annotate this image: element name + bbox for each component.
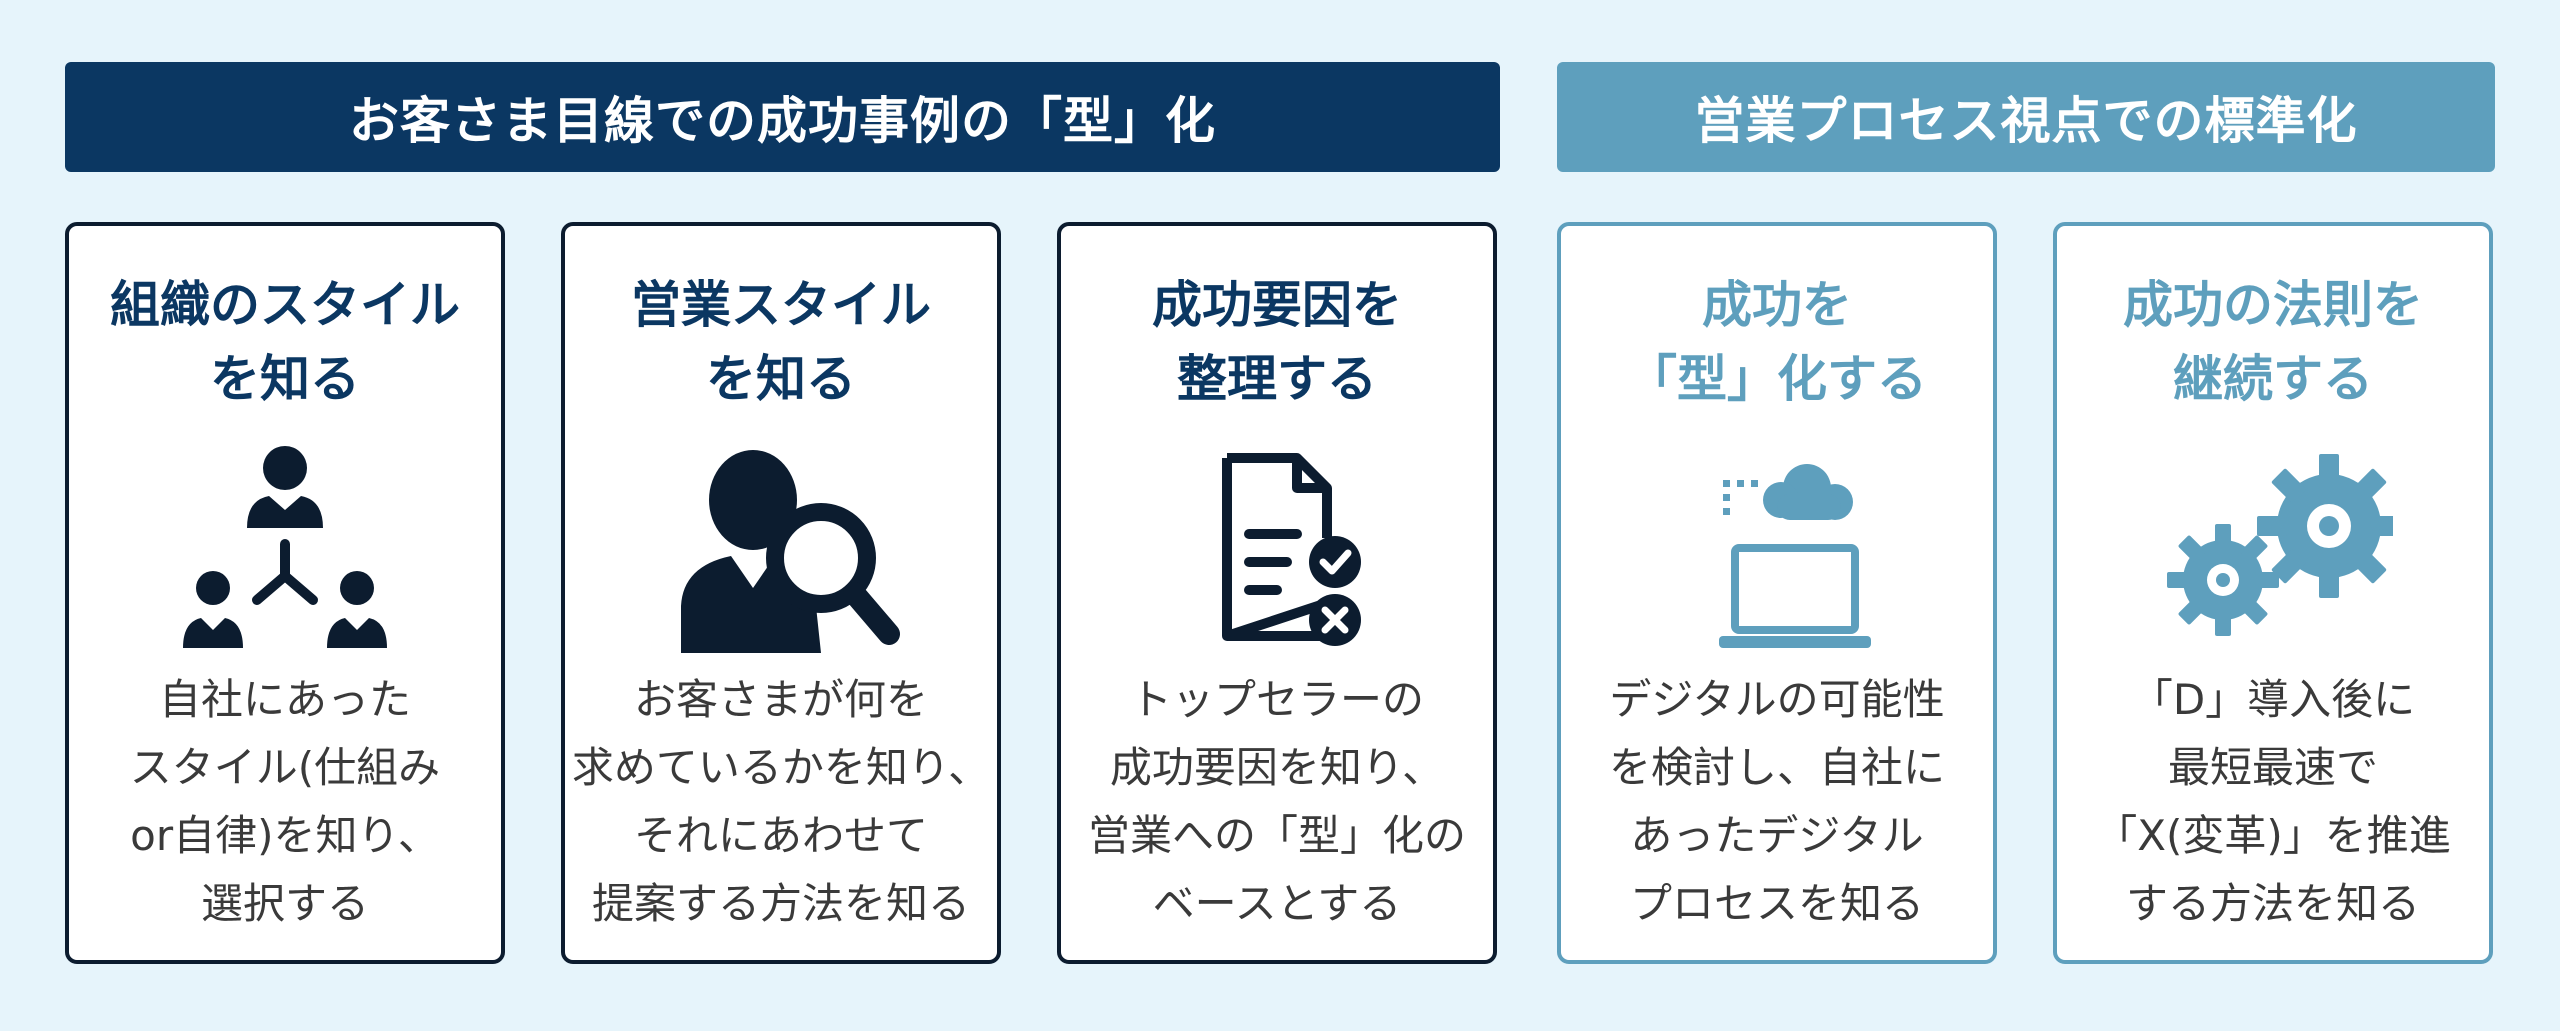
card-body-line: 成功要因を知り、 (1109, 743, 1445, 792)
gears-icon (2153, 438, 2393, 658)
card-title-line: 営業スタイル (631, 276, 931, 334)
card-body-line: 「X(変革)」を推進 (2095, 811, 2451, 860)
card-title-line: を知る (706, 350, 856, 408)
banner-left-label: お客さま目線での成功事例の「型」化 (349, 92, 1216, 150)
card-body-line: お客さまが何を (633, 675, 928, 724)
card-body-line: 求めているかを知り、 (571, 743, 991, 792)
card-formalize-success: 成功を 「型」化する デジタルの可能性 を検討し、自社に あったデジタル プロセ… (1557, 222, 1997, 964)
card-body: デジタルの可能性 を検討し、自社に あったデジタル プロセスを知る (1561, 666, 1993, 938)
card-body-line: それにあわせて (633, 811, 928, 860)
card-title-line: 組織のスタイル (110, 276, 460, 334)
card-body: 「D」導入後に 最短最速で 「X(変革)」を推進 する方法を知る (2057, 666, 2489, 938)
card-title-line: 成功を (1702, 276, 1852, 334)
cloud-laptop-icon (1657, 438, 1897, 658)
card-body: 自社にあった スタイル(仕組み or自律)を知り、 選択する (69, 666, 501, 938)
card-body-line: デジタルの可能性 (1609, 675, 1945, 724)
card-title-line: を知る (210, 350, 360, 408)
card-title-line: 成功の法則を (2123, 276, 2423, 334)
card-body-line: 提案する方法を知る (591, 879, 970, 928)
card-body-line: あったデジタル (1630, 811, 1924, 860)
card-body-line: or自律)を知り、 (130, 811, 440, 860)
card-title-line: 「型」化する (1627, 350, 1927, 408)
card-title: 成功の法則を 継続する (2057, 268, 2489, 416)
card-title-line: 継続する (2173, 350, 2373, 408)
banner-process-standardization: 営業プロセス視点での標準化 (1557, 62, 2495, 172)
card-title: 組織のスタイル を知る (69, 268, 501, 416)
card-body: お客さまが何を 求めているかを知り、 それにあわせて 提案する方法を知る (565, 666, 997, 938)
card-success-factors: 成功要因を 整理する トップセラーの 成功要因を知り、 営業への「型」化の ベー… (1057, 222, 1497, 964)
card-body-line: ベースとする (1152, 879, 1402, 928)
person-magnifier-icon (661, 438, 901, 658)
card-organization-style: 組織のスタイル を知る 自社にあった スタイル(仕組み or自律)を知り、 選択… (65, 222, 505, 964)
card-body-line: 「D」導入後に (2130, 675, 2416, 724)
card-body-line: トップセラーの (1129, 675, 1424, 724)
card-body-line: する方法を知る (2125, 879, 2420, 928)
banner-case-study-formalization: お客さま目線での成功事例の「型」化 (65, 62, 1500, 172)
card-continue-success: 成功の法則を 継続する (2053, 222, 2493, 964)
card-body-line: スタイル(仕組み (129, 743, 441, 792)
document-check-icon (1157, 438, 1397, 658)
card-sales-style: 営業スタイル を知る お客さまが何を 求めているかを知り、 それにあわせて 提案… (561, 222, 1001, 964)
card-body-line: 最短最速で (2167, 743, 2378, 792)
card-body: トップセラーの 成功要因を知り、 営業への「型」化の ベースとする (1061, 666, 1493, 938)
card-title-line: 整理する (1177, 350, 1377, 408)
card-title-line: 成功要因を (1152, 276, 1402, 334)
card-body-line: を検討し、自社に (1608, 743, 1945, 792)
card-body-line: 選択する (200, 879, 369, 928)
card-body-line: 営業への「型」化の (1087, 811, 1466, 860)
card-title: 成功を 「型」化する (1561, 268, 1993, 416)
banner-right-label: 営業プロセス視点での標準化 (1694, 92, 2358, 150)
card-body-line: 自社にあった (158, 675, 411, 724)
card-body-line: プロセスを知る (1629, 879, 1924, 928)
card-title: 成功要因を 整理する (1061, 268, 1493, 416)
org-chart-icon (165, 438, 405, 658)
card-title: 営業スタイル を知る (565, 268, 997, 416)
